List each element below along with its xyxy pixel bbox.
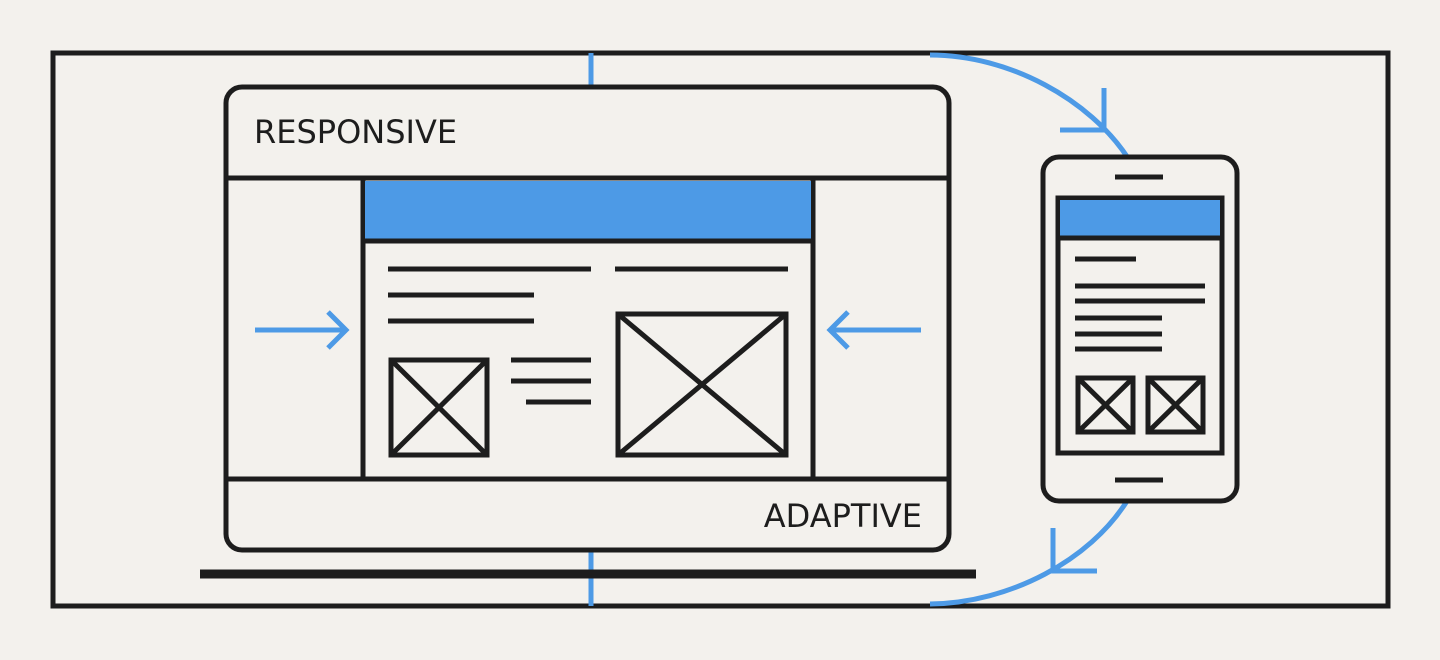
image-placeholder-icon [1145, 375, 1206, 435]
arrow-down-icon [1050, 528, 1097, 574]
arrow-down-icon [1060, 88, 1107, 133]
image-placeholder-icon [388, 357, 490, 458]
mobile-screen [1055, 195, 1225, 456]
transition-arc-top [929, 52, 1131, 160]
mobile-text-lines [1075, 256, 1205, 352]
page-text-lines [388, 266, 788, 405]
adaptive-label: ADAPTIVE [764, 497, 922, 535]
page-header-bar [365, 181, 811, 240]
arrow-left-icon [826, 310, 921, 350]
transition-arc-bottom [929, 499, 1130, 607]
image-placeholder-icon [1075, 375, 1136, 435]
mobile-header-bar [1060, 200, 1220, 237]
outer-frame [50, 50, 1391, 609]
arrow-right-icon [255, 310, 350, 350]
image-placeholder-icon [615, 311, 789, 458]
responsive-label: RESPONSIVE [254, 113, 457, 151]
